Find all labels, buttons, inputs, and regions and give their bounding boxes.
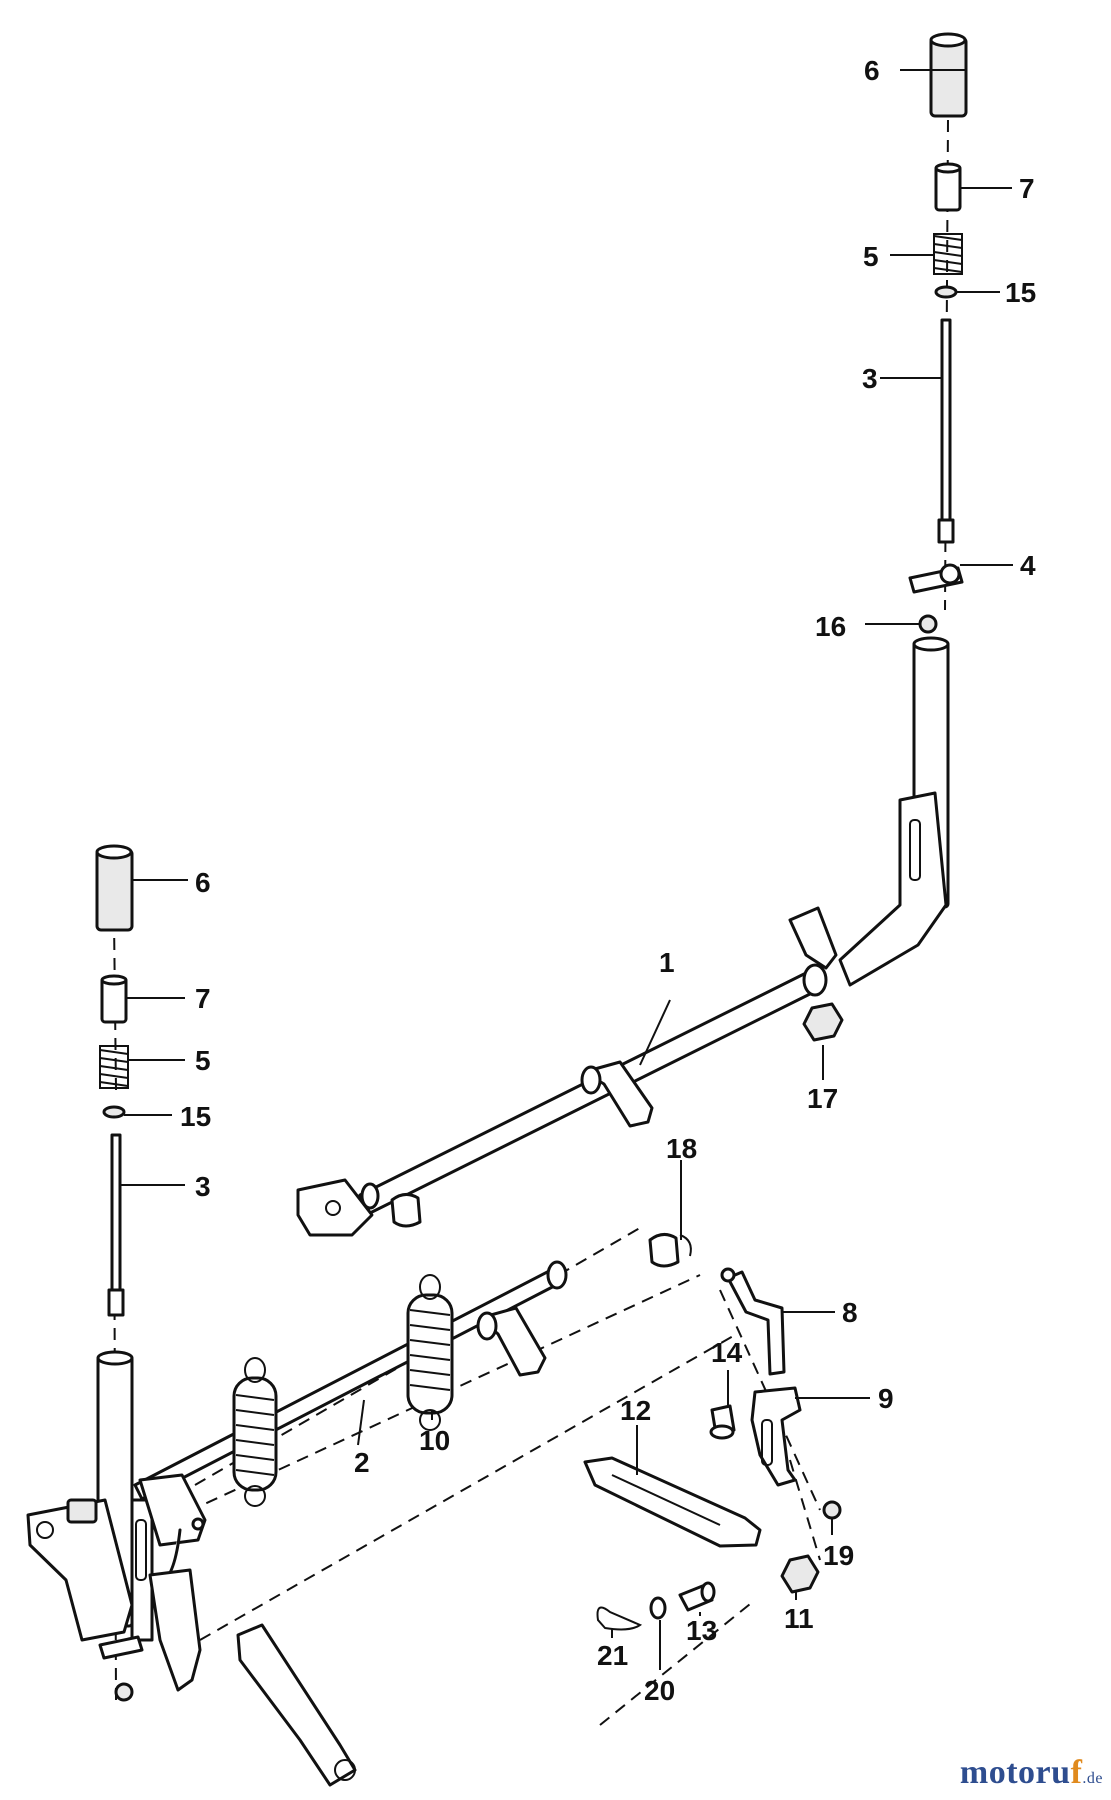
- callout-4: 4: [1020, 550, 1036, 581]
- callout-3-left: 3: [195, 1171, 211, 1202]
- callout-17: 17: [807, 1083, 838, 1114]
- callout-5-top: 5: [863, 241, 879, 272]
- pivot-pin-upper: [908, 563, 964, 594]
- pin-13: [678, 1581, 716, 1612]
- grip-sleeve-upper: [929, 32, 968, 118]
- callout-6-left: 6: [195, 867, 211, 898]
- watermark-brand-accent: f: [1070, 1754, 1083, 1791]
- callout-10: 10: [419, 1425, 450, 1456]
- spring-left: [99, 1045, 129, 1089]
- callout-5-left: 5: [195, 1045, 211, 1076]
- callout-13: 13: [686, 1615, 717, 1646]
- cross-shaft-1: [296, 963, 844, 1237]
- callout-20: 20: [644, 1675, 675, 1706]
- arm-12: [583, 1456, 762, 1548]
- nut-upper: [918, 614, 938, 634]
- lever-tube-right: [788, 636, 950, 987]
- callout-19: 19: [823, 1540, 854, 1571]
- nut-11: [780, 1554, 820, 1594]
- callout-1: 1: [659, 947, 675, 978]
- watermark-suffix: .de: [1082, 1770, 1103, 1787]
- watermark-brand: motoru: [959, 1754, 1071, 1791]
- washer-upper: [934, 285, 958, 299]
- callout-16: 16: [815, 611, 846, 642]
- callout-6-top: 6: [864, 55, 880, 86]
- washer-left: [102, 1105, 126, 1119]
- callout-15-left: 15: [180, 1101, 211, 1132]
- rod-upper: [937, 318, 955, 544]
- cross-shaft-2: [133, 1260, 568, 1547]
- callout-7-left: 7: [195, 983, 211, 1014]
- washer-20: [649, 1596, 667, 1620]
- callout-2: 2: [354, 1447, 370, 1478]
- bushings: [390, 1193, 692, 1268]
- callout-11: 11: [784, 1603, 814, 1634]
- nut-19: [822, 1500, 842, 1520]
- callout-numbers: 6 7 5 15 3 4 16 6 7 5 15 3 1 17 18 8 9 1…: [180, 55, 1036, 1706]
- lower-left-linkage: [98, 1528, 357, 1787]
- rod-left: [107, 1133, 125, 1317]
- extension-spring-right: [406, 1274, 454, 1431]
- callout-18: 18: [666, 1133, 697, 1164]
- callout-8: 8: [842, 1297, 858, 1328]
- leader-lines: [120, 69, 1013, 1670]
- callout-21: 21: [597, 1640, 628, 1671]
- callout-14: 14: [711, 1337, 743, 1368]
- watermark-logo: motoruf.de: [960, 1754, 1103, 1792]
- callout-15-top: 15: [1005, 277, 1036, 308]
- callout-7-top: 7: [1019, 173, 1035, 204]
- grip-sleeve-left: [95, 844, 134, 932]
- lever-tube-left: [26, 1350, 154, 1642]
- rod-8: [720, 1267, 786, 1376]
- left-lever-assembly: [26, 844, 154, 1642]
- grip-insert-upper: [934, 162, 962, 212]
- bolt-14: [709, 1404, 736, 1440]
- callout-12: 12: [620, 1395, 651, 1426]
- callout-3-top: 3: [862, 363, 878, 394]
- grip-insert-left: [100, 974, 128, 1024]
- hair-pin-21: [596, 1606, 643, 1631]
- right-lever-assembly: [788, 32, 968, 987]
- callout-9: 9: [878, 1383, 894, 1414]
- extension-spring-left: [232, 1357, 278, 1507]
